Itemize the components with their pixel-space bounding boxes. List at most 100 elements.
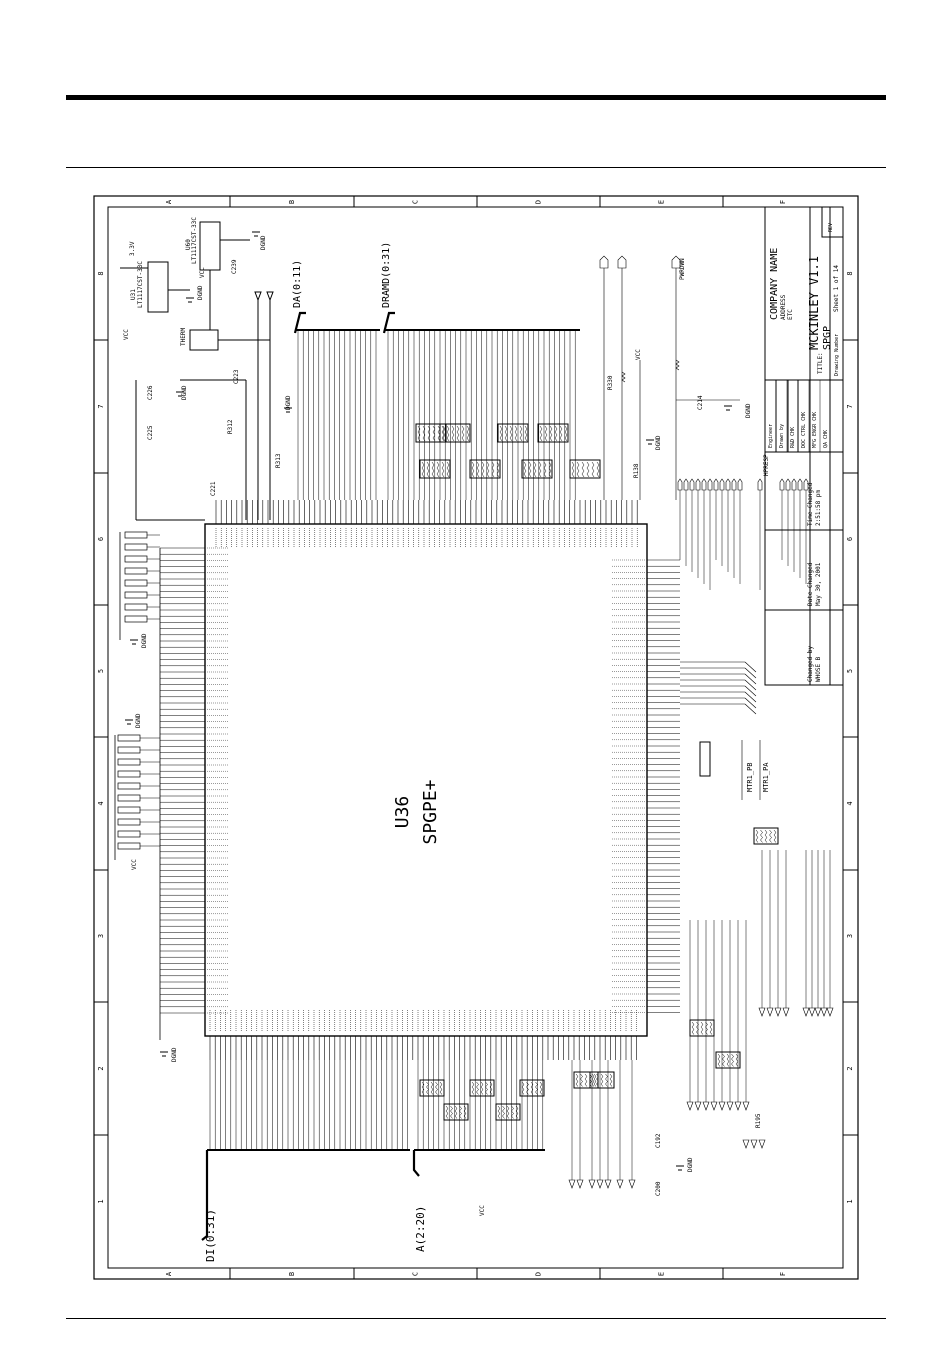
- footer-rule: [66, 1318, 886, 1319]
- tb-row-1: Drawn by: [779, 424, 785, 448]
- header-rule-thick: [66, 95, 886, 100]
- chip-ref-label: U36: [392, 796, 413, 829]
- zone-number-1-0: 1: [97, 1199, 105, 1203]
- signal-port-7: [719, 478, 725, 491]
- rpack-top-1: [439, 423, 471, 443]
- tb-company: COMPANY NAME: [769, 248, 780, 320]
- zone-letter-e-1: E: [658, 1272, 666, 1276]
- zone-number-5-0: 5: [97, 669, 105, 673]
- signal-port-4: [701, 478, 707, 491]
- jumper-lower-5[interactable]: [117, 794, 141, 802]
- label-u31: U31: [130, 289, 137, 300]
- rpack-bottom-0: [419, 1079, 445, 1097]
- signal-port-bottom-3: [782, 1007, 790, 1017]
- jumper-upper-0[interactable]: [124, 531, 148, 539]
- zone-number-7-0: 7: [97, 404, 105, 408]
- label-dgnd-1: DGND: [260, 235, 267, 250]
- signal-port-bottom-2: [774, 1007, 782, 1017]
- signal-port-12: [779, 478, 785, 491]
- jumper-lower-6[interactable]: [117, 806, 141, 814]
- signal-port-3: [695, 478, 701, 491]
- jumper-upper-7[interactable]: [124, 615, 148, 623]
- signal-port-bottom-5: [808, 1007, 816, 1017]
- signal-port-low-6: [734, 1101, 742, 1111]
- tb-time-changed: 2:51:58 pm: [815, 489, 822, 526]
- zone-number-7-1: 7: [846, 404, 854, 408]
- jumper-upper-3[interactable]: [124, 567, 148, 575]
- label-mtr1-pb: MTR1_PB: [746, 762, 754, 792]
- tb-sheet: Sheet 1 of 14: [833, 265, 840, 312]
- rpack-top-4: [419, 459, 451, 479]
- rpack-top-6: [521, 459, 553, 479]
- tb-date-changed: May 30, 2001: [815, 562, 822, 606]
- tb-row-5: QA CHK: [823, 430, 829, 448]
- zone-letter-f-0: F: [779, 200, 787, 204]
- signal-port-16: [803, 478, 809, 491]
- sheet-inner-border: [107, 206, 844, 1269]
- jumper-array: [114, 531, 161, 1040]
- label-dgnd-8: DGND: [171, 1047, 178, 1062]
- label-mtr1-pa: MTR1_PA: [762, 762, 770, 792]
- tb-title-label: TITLE:: [817, 352, 824, 374]
- zone-letter-a-0: A: [165, 199, 173, 204]
- tb-rev-label: REV: [828, 223, 834, 232]
- chip-u36-body: [204, 523, 648, 1037]
- jumper-lower-2[interactable]: [117, 758, 141, 766]
- signal-port-base-4: [604, 1179, 612, 1189]
- signal-port-bottom-0: [758, 1007, 766, 1017]
- jumper-lower-1[interactable]: [117, 746, 141, 754]
- label-lt1117-u60: LT1117CST-33C: [191, 217, 198, 264]
- zone-number-2-0: 2: [97, 1066, 105, 1070]
- signal-port-int-1: [750, 1139, 758, 1149]
- jumper-upper-1[interactable]: [124, 543, 148, 551]
- signal-port-base-0: [568, 1179, 576, 1189]
- tb-address1: ADDRESS: [780, 294, 787, 320]
- rpack-top-2: [497, 423, 529, 443]
- jumper-upper-2[interactable]: [124, 555, 148, 563]
- bus-lines: [201, 311, 580, 1241]
- tb-row-3: DOC CTRL CHK: [801, 412, 807, 448]
- signal-port-10: [737, 478, 743, 491]
- signal-port-0: [677, 478, 683, 491]
- signal-port-top-0: [599, 255, 609, 269]
- label-vcc-2: VCC: [131, 859, 138, 870]
- therm-device-body: [189, 329, 219, 351]
- jumper-lower-9[interactable]: [117, 842, 141, 850]
- label-c223: C223: [233, 369, 240, 384]
- rpack-bottom-9: [753, 827, 779, 845]
- zone-number-6-0: 6: [97, 537, 105, 541]
- signal-port-bottom-4: [802, 1007, 810, 1017]
- jumper-lower-4[interactable]: [117, 782, 141, 790]
- jumper-upper-6[interactable]: [124, 603, 148, 611]
- tb-date-changed-label: Date Changed: [807, 562, 814, 606]
- jumper-upper-4[interactable]: [124, 579, 148, 587]
- jumper-lower-8[interactable]: [117, 830, 141, 838]
- label-vcc-5: VCC: [199, 267, 206, 278]
- signal-port-1: [683, 478, 689, 491]
- label-r195: R195: [755, 1113, 762, 1128]
- signal-port-top-2: [671, 255, 681, 269]
- label-pwrdwn: PWRDWN: [679, 258, 686, 280]
- label-r313: R313: [275, 453, 282, 468]
- jumper-lower-7[interactable]: [117, 818, 141, 826]
- zone-number-8-0: 8: [97, 271, 105, 275]
- signal-port-bottom-6: [814, 1007, 822, 1017]
- title-block-frame: [764, 206, 844, 686]
- zone-number-4-1: 4: [846, 801, 854, 805]
- signal-port-low-4: [718, 1101, 726, 1111]
- signal-port-11: [757, 478, 763, 491]
- dram-data-bus-line: [382, 311, 395, 334]
- zone-number-6-1: 6: [846, 537, 854, 541]
- jumper-lower-3[interactable]: [117, 770, 141, 778]
- rpack-top-7: [569, 459, 601, 479]
- rpack-top-5: [469, 459, 501, 479]
- rpack-bottom-4: [495, 1103, 521, 1121]
- dram-addr-bus-label: DA(0:11): [292, 260, 303, 308]
- zone-letter-d-1: D: [535, 1272, 543, 1276]
- signal-port-bottom-1: [766, 1007, 774, 1017]
- signal-port-15: [797, 478, 803, 491]
- jumper-lower-0[interactable]: [117, 734, 141, 742]
- jumper-upper-5[interactable]: [124, 591, 148, 599]
